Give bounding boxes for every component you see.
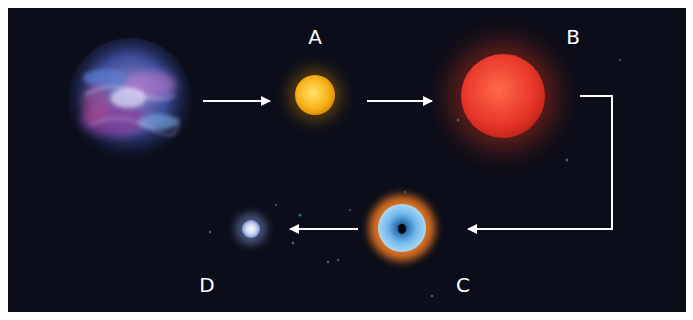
white-dwarf-node: D [238, 212, 285, 248]
planetary-nebula [369, 195, 435, 261]
red-giant-star [447, 40, 559, 152]
main-sequence-star [289, 69, 341, 121]
stage-letter: A [308, 27, 322, 47]
background-stars [209, 59, 621, 297]
flow-arrow [203, 100, 270, 102]
stage-letter: C [456, 275, 470, 295]
stage-letter: D [199, 275, 214, 295]
flow-arrow [290, 228, 358, 230]
nebula-node [70, 40, 198, 162]
nebula-cloud [68, 38, 192, 162]
red-giant-node: B [437, 52, 575, 142]
planetary-nebula-node: C [363, 192, 463, 266]
flow-arrow [367, 100, 432, 102]
white-dwarf-star [235, 213, 267, 245]
stage-letter: B [566, 27, 580, 47]
space-background [8, 8, 686, 312]
flow-arrow [468, 96, 612, 229]
star-node: A [275, 70, 362, 125]
